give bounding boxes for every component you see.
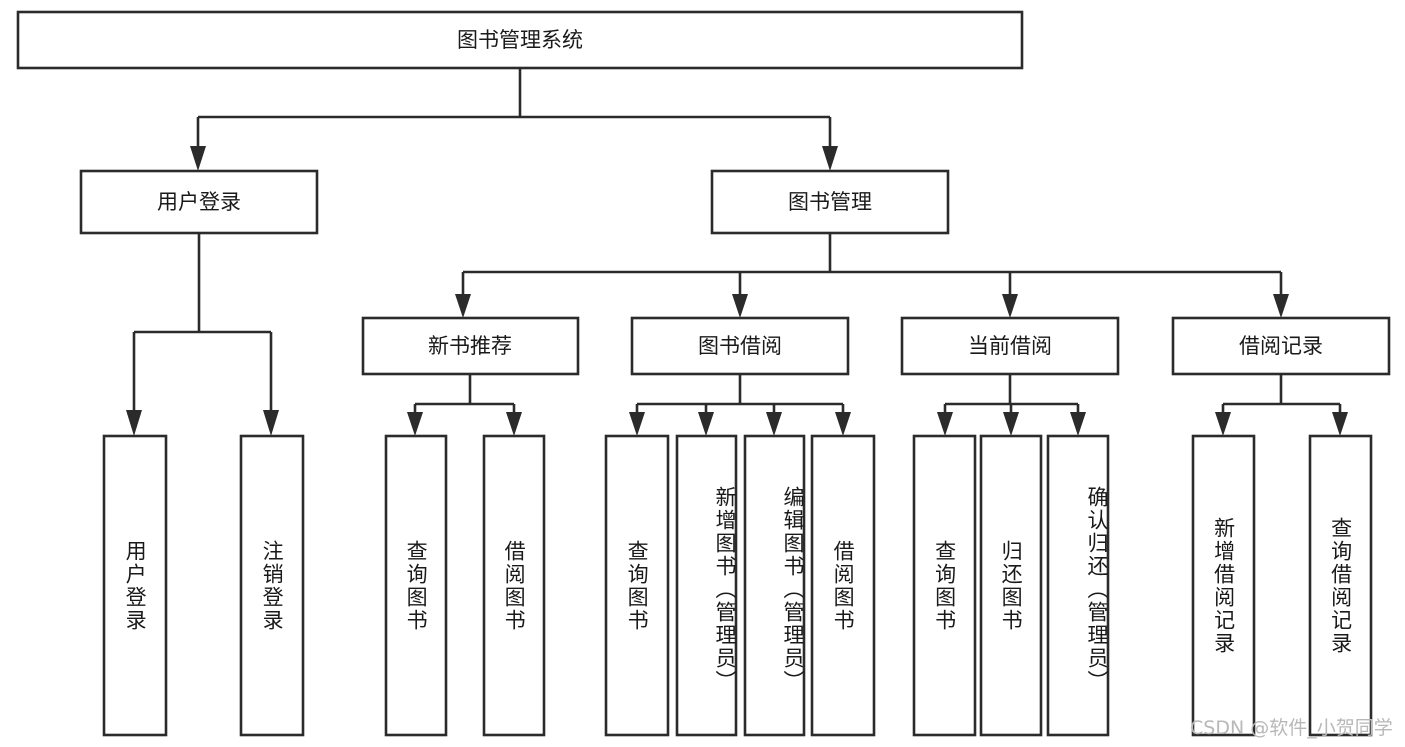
arrowhead-book-borrow <box>732 294 748 318</box>
arrowhead-book-manage <box>822 146 838 171</box>
node-book-manage-box[interactable] <box>710 169 950 235</box>
arrowhead-bb-4 <box>835 412 851 436</box>
node-new-book-recommend[interactable]: 新书推荐 <box>361 316 580 376</box>
node-current-borrow-box[interactable] <box>900 316 1120 376</box>
node-user-login-label: 用户登录 <box>157 190 241 214</box>
arrowhead-bb-1 <box>629 412 645 436</box>
node-book-borrow-label: 图书借阅 <box>698 334 782 358</box>
arrowhead-bb-2 <box>698 412 714 436</box>
node-current-borrow-label: 当前借阅 <box>968 334 1052 358</box>
arrowhead-leaf-logout <box>263 410 279 436</box>
node-borrow-record[interactable]: 借阅记录 <box>1171 316 1391 376</box>
leaf-box-bb-borrow-book[interactable] <box>810 434 876 737</box>
leaf-box-br-query-record[interactable] <box>1308 434 1373 737</box>
arrowhead-cb-2 <box>1003 412 1019 436</box>
node-borrow-record-label: 借阅记录 <box>1239 334 1323 358</box>
leaf-box-cb-confirm-return[interactable] <box>1046 434 1110 737</box>
arrowhead-cb-1 <box>937 412 953 436</box>
leaf-box-logout[interactable] <box>239 434 305 737</box>
arrowhead-bb-3 <box>766 412 782 436</box>
leaf-box-bb-query-book[interactable] <box>604 434 670 737</box>
node-current-borrow[interactable]: 当前借阅 <box>900 316 1120 376</box>
leaf-box-br-add-record[interactable] <box>1191 434 1256 737</box>
leaf-box-bb-add-book[interactable] <box>675 434 738 737</box>
arrowhead-br-2 <box>1332 412 1348 436</box>
leaf-box-cb-query-book[interactable] <box>912 434 977 737</box>
node-new-book-recommend-label: 新书推荐 <box>428 334 512 358</box>
arrowhead-new-book <box>455 294 471 318</box>
node-user-login[interactable]: 用户登录 <box>79 169 319 235</box>
node-book-borrow[interactable]: 图书借阅 <box>630 316 850 376</box>
leaf-box-user-login[interactable] <box>102 434 168 737</box>
node-root-box[interactable] <box>16 10 1024 70</box>
node-root[interactable]: 图书管理系统 <box>16 10 1024 70</box>
leaf-box-nbr-borrow-book[interactable] <box>482 434 546 737</box>
leaf-box-bb-edit-book[interactable] <box>743 434 806 737</box>
arrowhead-leaf-user-login <box>126 410 142 436</box>
node-borrow-record-box[interactable] <box>1171 316 1391 376</box>
arrowhead-nbr-1 <box>407 412 423 436</box>
node-book-manage-label: 图书管理 <box>788 190 872 214</box>
arrowhead-cb-3 <box>1070 412 1086 436</box>
node-book-manage[interactable]: 图书管理 <box>710 169 950 235</box>
node-root-label: 图书管理系统 <box>457 28 583 52</box>
leaf-box-cb-return-book[interactable] <box>979 434 1043 737</box>
arrowhead-br-1 <box>1215 412 1231 436</box>
arrowhead-user-login <box>190 146 206 171</box>
arrowhead-current-borrow <box>1002 294 1018 318</box>
node-new-book-recommend-box[interactable] <box>361 316 580 376</box>
arrowhead-nbr-2 <box>506 412 522 436</box>
node-book-borrow-box[interactable] <box>630 316 850 376</box>
arrowhead-borrow-record <box>1273 294 1289 318</box>
leaf-box-nbr-query-book[interactable] <box>384 434 448 737</box>
